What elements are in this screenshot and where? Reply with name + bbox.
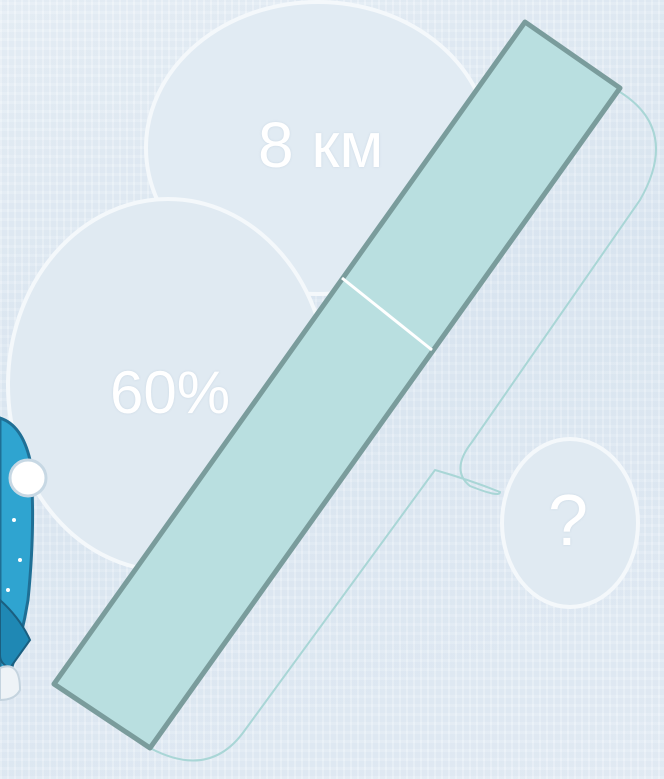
label-unknown: ? <box>548 480 588 562</box>
label-whole-distance: 8 км <box>258 108 383 182</box>
label-part-percent: 60% <box>110 358 230 427</box>
